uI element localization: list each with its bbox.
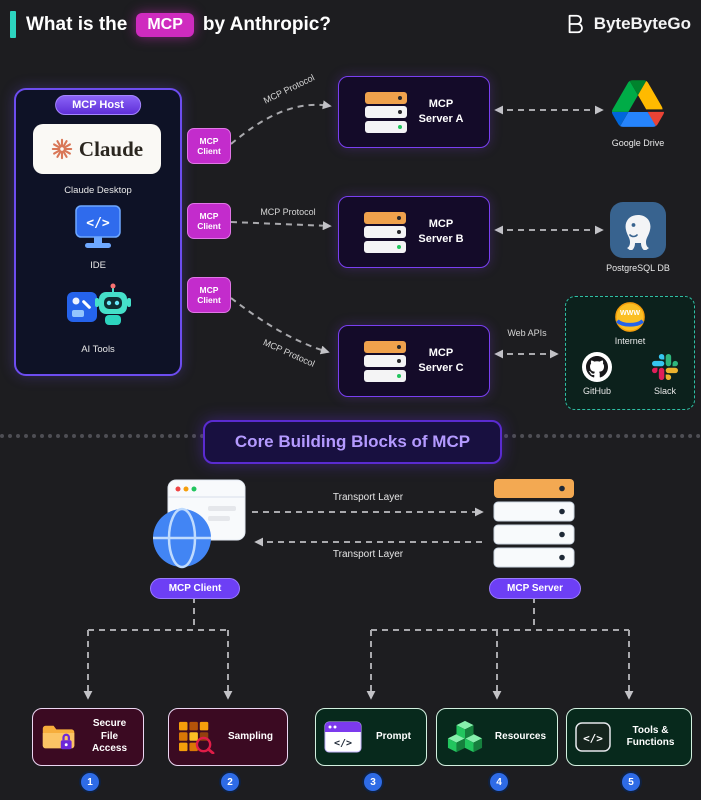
bytebytego-logo-icon xyxy=(568,14,583,34)
svg-text:WWW: WWW xyxy=(620,310,640,317)
mcp-client-box-3: MCP Client xyxy=(187,277,231,313)
postgresql-icon xyxy=(610,202,666,258)
postgresql-label: PostgreSQL DB xyxy=(606,263,670,273)
google-drive-icon xyxy=(612,80,664,127)
ide-label: IDE xyxy=(90,260,106,271)
ai-tools-label: AI Tools xyxy=(81,344,115,355)
ide-monitor-icon: </> xyxy=(75,205,121,248)
internet-globe-icon: WWW xyxy=(615,302,645,332)
github-label: GitHub xyxy=(582,386,611,396)
mcp-client-box-1: MCP Client xyxy=(187,128,231,164)
github-icon xyxy=(582,352,612,382)
server-stack-icon xyxy=(364,338,407,384)
step-badge-4: 4 xyxy=(488,771,510,793)
title-suffix: by Anthropic? xyxy=(202,14,331,35)
browser-globe-icon xyxy=(153,479,246,569)
web-apis-group-box: WWW Internet GitHub Slack xyxy=(565,296,695,410)
secure-folder-icon xyxy=(42,725,75,749)
internet-label: Internet xyxy=(614,336,646,346)
mcp-host-box: MCP Host Claude Claude Desktop </> IDE xyxy=(14,88,182,376)
mcp-server-stack-icon xyxy=(493,479,575,568)
step-badge-3: 3 xyxy=(362,771,384,793)
slack-icon xyxy=(652,354,678,380)
sampling-grid-icon xyxy=(179,721,215,754)
slack-label: Slack xyxy=(653,386,676,396)
brand-name: ByteByteGo xyxy=(593,14,691,33)
svg-text:</>: </> xyxy=(583,732,603,745)
block-label: Sampling xyxy=(227,730,273,742)
block-tools-functions: </> Tools & Functions xyxy=(566,708,692,766)
core-section-title: Core Building Blocks of MCP xyxy=(203,420,502,464)
brand-logo: ByteByteGo xyxy=(565,13,691,35)
google-drive-label: Google Drive xyxy=(611,138,665,148)
block-secure-file-access: Secure File Access xyxy=(32,708,144,766)
claude-wordmark: Claude xyxy=(78,136,144,161)
step-badge-1: 1 xyxy=(79,771,101,793)
step-badge-2: 2 xyxy=(219,771,241,793)
svg-text:</>: </> xyxy=(86,216,110,231)
transport-layer-label-bottom: Transport Layer xyxy=(332,549,404,560)
mcp-protocol-label-1: MCP Protocol xyxy=(261,72,317,106)
block-sampling: Sampling xyxy=(168,708,288,766)
mcp-host-pill: MCP Host xyxy=(55,95,141,115)
resources-cubes-icon xyxy=(447,720,483,753)
mcp-protocol-label-2: MCP Protocol xyxy=(260,207,316,217)
mcp-server-pill: MCP Server xyxy=(489,578,581,599)
server-stack-icon xyxy=(364,89,407,135)
title-prefix: What is the xyxy=(26,14,128,35)
accent-bar xyxy=(10,11,16,38)
svg-text:</>: </> xyxy=(334,738,352,749)
web-apis-label: Web APIs xyxy=(507,328,547,338)
mcp-protocol-label-3: MCP Protocol xyxy=(261,337,317,369)
page-title: What is the MCP by Anthropic? xyxy=(26,10,331,40)
block-label: Prompt xyxy=(376,730,411,742)
claude-card: Claude xyxy=(33,124,161,174)
block-prompt: </> Prompt xyxy=(315,708,427,766)
prompt-window-icon: </> xyxy=(324,721,362,753)
ai-tools-icon xyxy=(67,283,131,325)
block-label: Secure File Access xyxy=(91,718,128,755)
claude-desktop-label: Claude Desktop xyxy=(64,185,132,196)
server-stack-icon xyxy=(364,209,407,255)
block-label: Resources xyxy=(494,730,547,742)
mcp-client-pill: MCP Client xyxy=(150,578,240,599)
block-label: Tools & Functions xyxy=(626,724,675,749)
mcp-client-box-2: MCP Client xyxy=(187,203,231,239)
claude-logo-icon xyxy=(51,138,73,160)
transport-layer-label-top: Transport Layer xyxy=(332,492,404,503)
block-resources: Resources xyxy=(436,708,558,766)
code-tools-icon: </> xyxy=(575,722,611,752)
step-badge-5: 5 xyxy=(620,771,642,793)
mcp-title-badge: MCP xyxy=(136,13,194,37)
